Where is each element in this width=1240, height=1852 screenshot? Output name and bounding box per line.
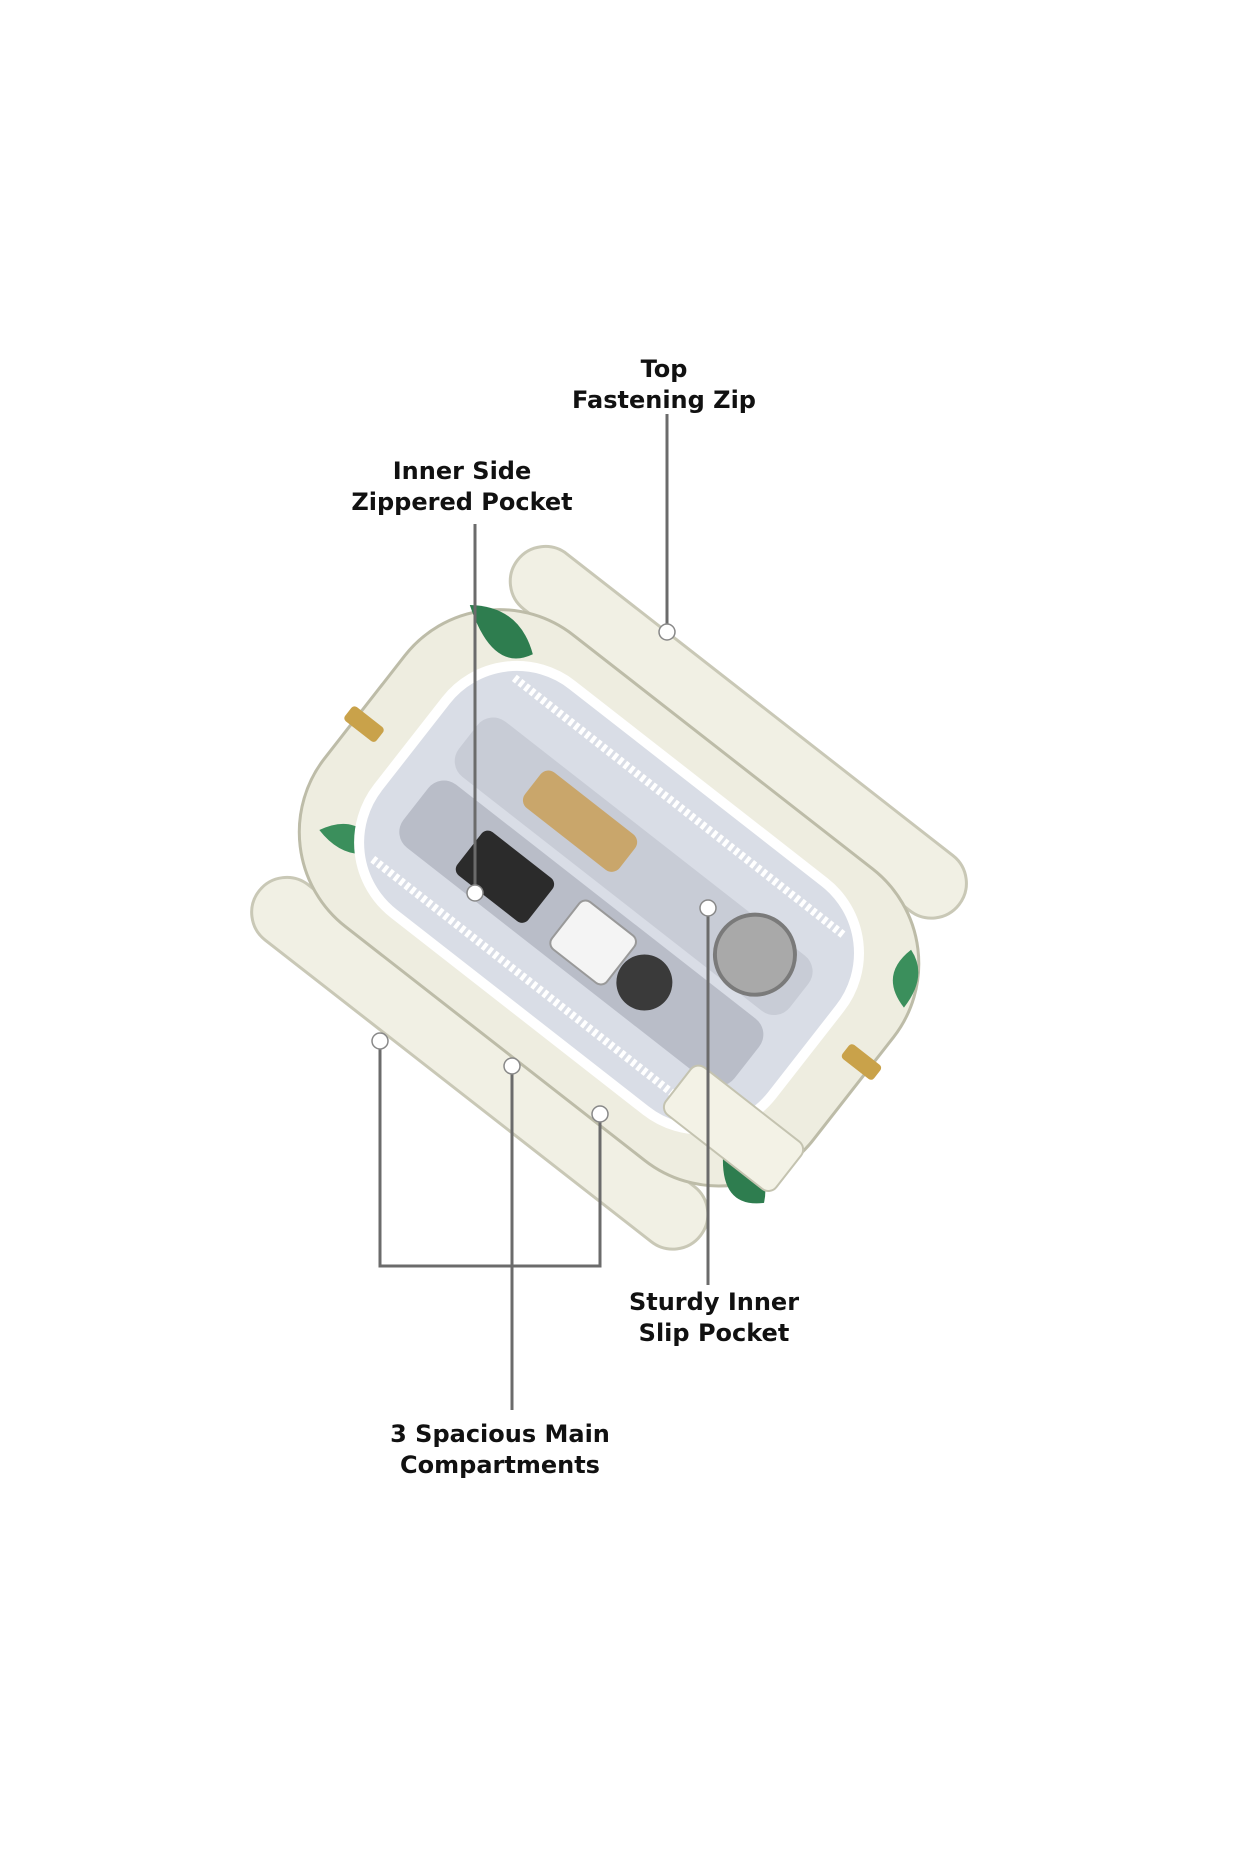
callout-main-compartments: 3 Spacious Main Compartments <box>390 1419 610 1481</box>
marker-dot <box>699 899 717 917</box>
marker-dot <box>503 1057 521 1075</box>
marker-dot <box>658 623 676 641</box>
callout-line: Slip Pocket <box>638 1319 790 1347</box>
callout-inner-side-pocket: Inner Side Zippered Pocket <box>351 456 572 518</box>
floral-print <box>892 949 919 1008</box>
floral-print <box>469 604 533 659</box>
phone <box>455 830 555 923</box>
callout-line: Fastening Zip <box>572 386 756 414</box>
smartphone-gold <box>522 770 638 872</box>
marker-dot <box>371 1032 389 1050</box>
callout-slip-pocket: Sturdy Inner Slip Pocket <box>629 1287 799 1349</box>
marker-dot <box>591 1105 609 1123</box>
zipper-bottom <box>370 855 707 1121</box>
marker-dot <box>466 884 484 902</box>
callout-line: Inner Side <box>392 457 532 485</box>
callout-line: 3 Spacious Main <box>390 1420 610 1448</box>
charger <box>549 899 637 986</box>
callout-line: Compartments <box>400 1451 600 1479</box>
gold-hardware <box>841 1044 882 1080</box>
callout-line: Top <box>640 355 688 383</box>
callout-line: Sturdy Inner <box>628 1288 800 1316</box>
leader-lines <box>378 414 710 1410</box>
strap-tab <box>662 1064 805 1192</box>
compact-case <box>616 954 673 1011</box>
tin-container <box>712 912 797 997</box>
leader-compartment-bracket <box>378 1041 602 1268</box>
handbag <box>250 544 968 1251</box>
gold-hardware <box>344 706 384 742</box>
callout-line: Zippered Pocket <box>351 488 573 516</box>
zipper-top <box>511 674 848 940</box>
marker-dots <box>371 623 717 1123</box>
callout-top-zip: Top Fastening Zip <box>572 354 756 416</box>
